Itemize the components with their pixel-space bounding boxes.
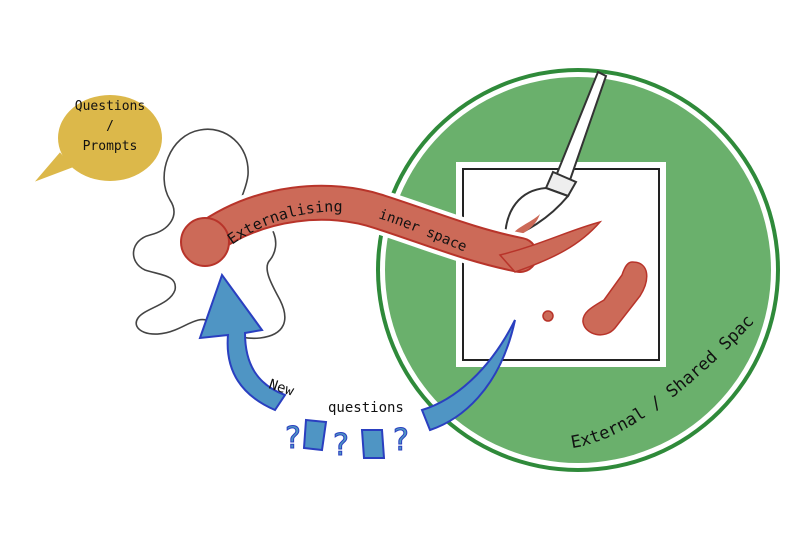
question-mark-1: ? — [285, 421, 301, 456]
bubble-text-slash: / — [106, 119, 114, 134]
question-mark-2: ? — [333, 428, 349, 463]
bubble-text-prompts: Prompts — [83, 139, 138, 154]
externalising-arm: Externalising inner space — [180, 180, 603, 277]
feedback-arrow: New questions ? ? ? — [198, 272, 516, 464]
speech-bubble: Questions / Prompts — [28, 90, 168, 187]
loop-label-questions: questions — [328, 400, 404, 416]
bubble-text-questions: Questions — [75, 99, 145, 114]
loop-label-new: New — [267, 377, 297, 400]
paint-dot — [542, 310, 554, 322]
question-mark-3: ? — [393, 423, 409, 458]
